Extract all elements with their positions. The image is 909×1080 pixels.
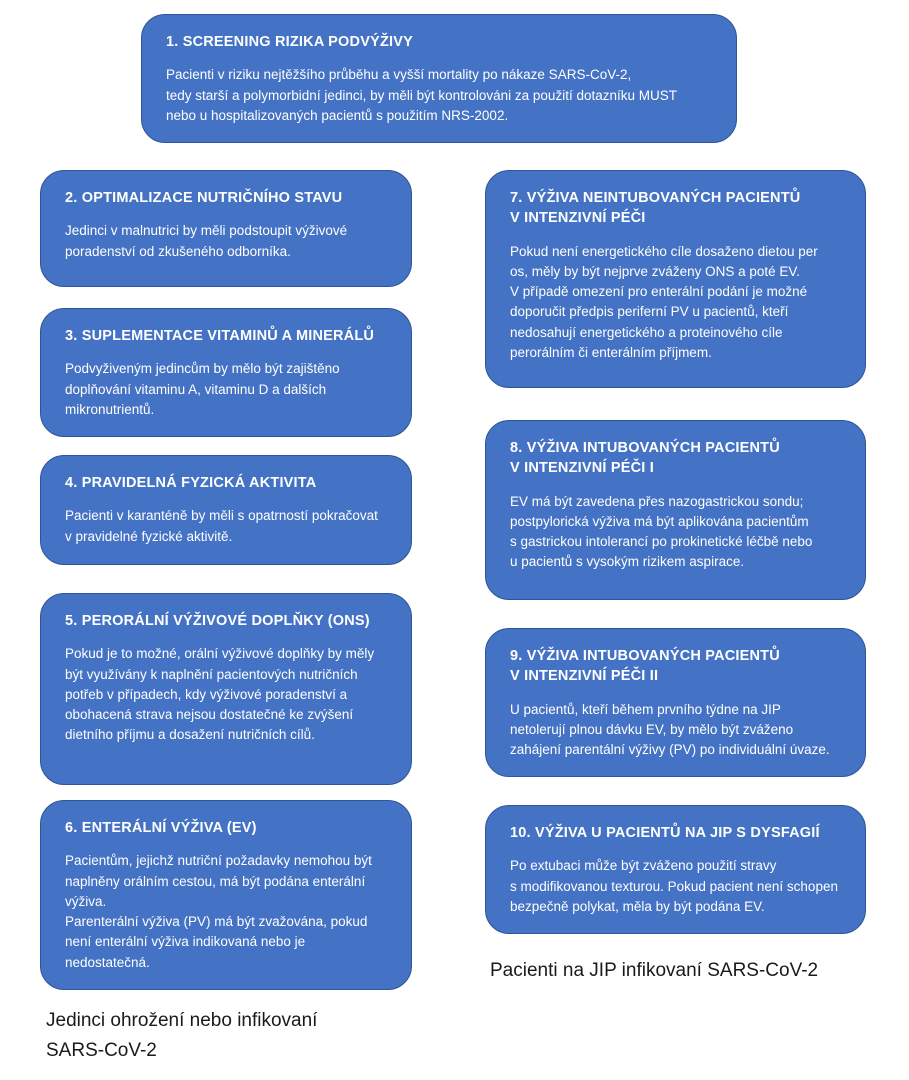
- box-body: Pacienti v riziku nejtěžšího průběhu a v…: [166, 67, 677, 123]
- box-title: 10. VÝŽIVA U PACIENTŮ NA JIP S DYSFAGIÍ: [510, 825, 820, 841]
- box-title: 2. OPTIMALIZACE NUTRIČNÍHO STAVU: [65, 190, 343, 206]
- box-5: 5. PERORÁLNÍ VÝŽIVOVÉ DOPLŇKY (ONS) Pokud…: [40, 593, 412, 785]
- box-9: 9. VÝŽIVA INTUBOVANÝCH PACIENTŮ V INTENZ…: [485, 628, 866, 778]
- box-title: 6. ENTERÁLNÍ VÝŽIVA (EV): [65, 820, 257, 836]
- box-2: 2. OPTIMALIZACE NUTRIČNÍHO STAVU Jedinci …: [40, 170, 412, 287]
- box-title: 9. VÝŽIVA INTUBOVANÝCH PACIENTŮ V INTENZ…: [510, 648, 780, 685]
- caption-left-group: Jedinci ohrožení nebo infikovaní SARS-Co…: [46, 1010, 318, 1062]
- box-title: 7. VÝŽIVA NEINTUBOVANÝCH PACIENTŮ V INTE…: [510, 190, 801, 227]
- box-title: 4. PRAVIDELNÁ FYZICKÁ AKTIVITA: [65, 475, 317, 491]
- box-title: 8. VÝŽIVA INTUBOVANÝCH PACIENTŮ V INTENZ…: [510, 440, 780, 477]
- box-title: 3. SUPLEMENTACE VITAMINŮ A MINERÁLŮ: [65, 328, 375, 344]
- box-title: 5. PERORÁLNÍ VÝŽIVOVÉ DOPLŇKY (ONS): [65, 613, 370, 629]
- box-body: Jedinci v malnutrici by měli podstoupit …: [65, 223, 348, 259]
- box-title: 1. SCREENING RIZIKA PODVÝŽIVY: [166, 34, 413, 50]
- box-body: EV má být zavedena přes nazogastrickou s…: [510, 493, 813, 570]
- box-body: U pacientů, kteří během prvního týdne na…: [510, 701, 830, 758]
- box-body: Pokud je to možné, orální výživové doplň…: [65, 646, 375, 743]
- box-3: 3. SUPLEMENTACE VITAMINŮ A MINERÁLŮ Podvy…: [40, 308, 412, 438]
- box-4: 4. PRAVIDELNÁ FYZICKÁ AKTIVITA Pacienti v…: [40, 455, 412, 565]
- box-body: Pacienti v karanténě by měli s opatrnost…: [65, 508, 378, 544]
- box-10: 10. VÝŽIVA U PACIENTŮ NA JIP S DYSFAGIÍ P…: [485, 805, 866, 935]
- box-6: 6. ENTERÁLNÍ VÝŽIVA (EV) Pacientům, jejic…: [40, 800, 412, 990]
- box-body: Po extubaci může být zváženo použití str…: [510, 858, 838, 914]
- caption-right-group: Pacienti na JIP infikovaní SARS-CoV-2: [490, 960, 819, 981]
- box-7: 7. VÝŽIVA NEINTUBOVANÝCH PACIENTŮ V INTE…: [485, 170, 866, 388]
- box-body: Pokud není energetického cíle dosaženo d…: [510, 243, 818, 360]
- box-8: 8. VÝŽIVA INTUBOVANÝCH PACIENTŮ V INTENZ…: [485, 420, 866, 600]
- box-body: Pacientům, jejichž nutriční požadavky ne…: [65, 853, 372, 970]
- box-1: 1. SCREENING RIZIKA PODVÝŽIVY Pacienti v …: [141, 14, 737, 144]
- box-body: Podvyživeným jedincům by mělo být zajišt…: [65, 361, 340, 417]
